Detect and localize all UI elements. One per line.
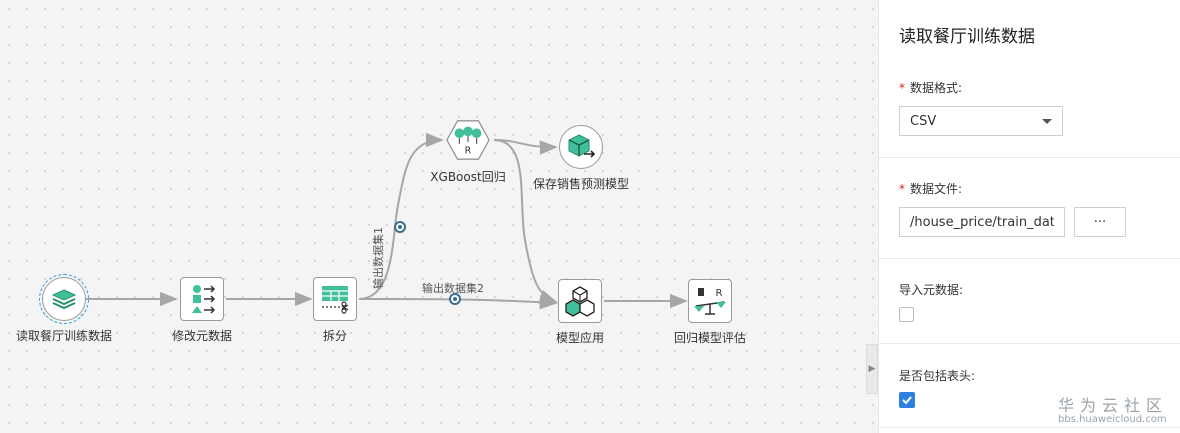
checkmark-icon (902, 396, 912, 405)
svg-text:R: R (716, 288, 723, 299)
data-file-label: *数据文件: (899, 182, 963, 196)
import-metadata-checkbox[interactable] (899, 307, 914, 322)
panel-title: 读取餐厅训练数据 (899, 27, 1035, 47)
node-save-sales-model[interactable]: 保存销售预测模型 (531, 125, 631, 192)
data-format-select[interactable]: CSV (899, 106, 1063, 136)
cube-export-icon (559, 125, 603, 169)
divider (879, 258, 1180, 259)
scale-r-icon: R (688, 279, 732, 323)
watermark-brand: 华为云社区 (1058, 396, 1169, 415)
chevron-right-icon: ▶ (868, 364, 876, 374)
node-label: XGBoost回归 (430, 170, 506, 184)
layers-icon (39, 274, 89, 324)
properties-panel: 读取餐厅训练数据 *数据格式: CSV *数据文件: ··· 导入元数据: 是否… (878, 0, 1180, 433)
node-label: 修改元数据 (171, 329, 232, 343)
include-header-checkbox[interactable] (899, 392, 915, 408)
chevron-down-icon (1042, 119, 1052, 124)
node-label: 读取餐厅训练数据 (15, 329, 112, 343)
import-metadata-label: 导入元数据: (899, 283, 964, 297)
data-file-input[interactable] (899, 207, 1065, 237)
node-label: 拆分 (322, 329, 347, 343)
node-label: 回归模型评估 (673, 331, 746, 345)
node-regression-eval[interactable]: R 回归模型评估 (670, 279, 750, 346)
node-modify-metadata[interactable]: 修改元数据 (162, 277, 242, 344)
required-marker: * (899, 182, 905, 196)
pipeline-canvas[interactable]: 输出数据集1 输出数据集2 读取餐厅训练数据 修改元数据 (0, 0, 878, 433)
panel-collapse-handle[interactable]: ▶ (866, 344, 878, 394)
cubes-icon (558, 279, 602, 323)
required-marker: * (899, 81, 905, 95)
include-header-label: 是否包括表头: (899, 369, 976, 383)
divider (879, 427, 1180, 428)
shapes-arrows-icon (180, 277, 224, 321)
edge-split-xgb[interactable] (358, 132, 444, 300)
output-port-1-dot (398, 225, 402, 229)
edge-split-apply[interactable] (358, 294, 558, 310)
divider (879, 157, 1180, 158)
edge-xgb-apply[interactable] (493, 139, 558, 304)
xgboost-r-icon: R (446, 118, 490, 162)
node-label: 模型应用 (555, 331, 604, 345)
data-format-label: *数据格式: (899, 81, 963, 95)
node-read-restaurant-data[interactable]: 读取餐厅训练数据 (14, 274, 114, 344)
output-port-2-dot (453, 297, 457, 301)
node-split[interactable]: 拆分 (305, 277, 365, 344)
svg-text:R: R (465, 145, 472, 156)
node-model-apply[interactable]: 模型应用 (548, 279, 612, 346)
edge-label-output1: 输出数据集1 (372, 227, 385, 289)
pipeline-edges (86, 132, 688, 310)
watermark-url: bbs.huaweicloud.com (1058, 414, 1167, 425)
table-scissors-icon (313, 277, 357, 321)
node-label: 保存销售预测模型 (532, 177, 629, 191)
edge-label-output2: 输出数据集2 (422, 282, 484, 295)
data-format-value: CSV (910, 113, 937, 129)
divider (879, 343, 1180, 344)
node-xgboost-regression[interactable]: R XGBoost回归 (418, 118, 518, 185)
browse-file-button[interactable]: ··· (1074, 207, 1126, 237)
